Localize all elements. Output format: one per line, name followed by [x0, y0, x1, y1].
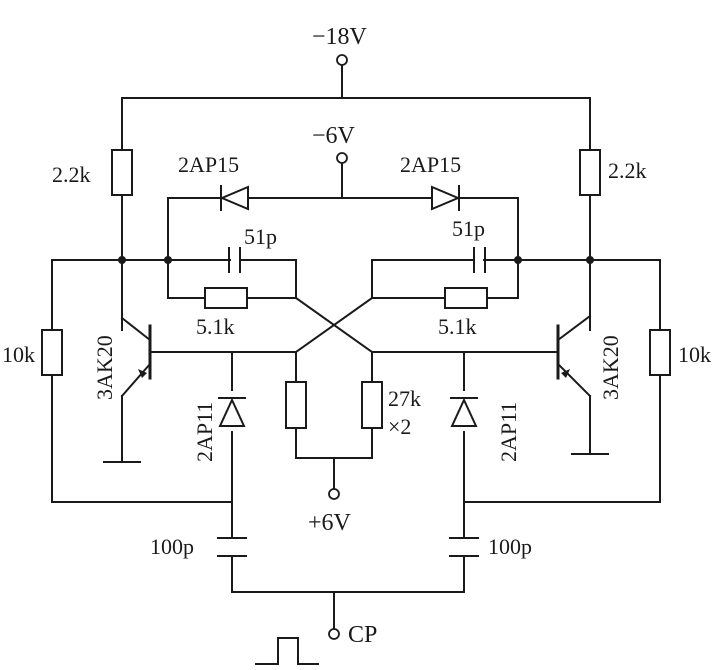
resistor-bias-right — [361, 381, 383, 429]
capacitor-speedup-left — [228, 247, 241, 273]
pulse-waveform-icon — [255, 637, 319, 665]
terminal-pos6v — [328, 488, 340, 500]
label-diode-steer-left: 2AP11 — [192, 402, 217, 462]
label-neg6v: −6V — [312, 123, 356, 149]
resistor-cross-left — [204, 287, 248, 309]
label-resistor-base-left: 10k — [2, 342, 35, 367]
label-resistor-cross-right: 5.1k — [438, 314, 477, 339]
diode-clamp-left — [219, 185, 249, 211]
junctions — [118, 256, 594, 264]
capacitor-trigger-left — [217, 537, 247, 557]
terminal-neg18v — [336, 54, 348, 66]
label-resistor-collector-right: 2.2k — [608, 158, 647, 183]
label-cp: CP — [348, 622, 377, 648]
label-pos6v: +6V — [308, 510, 352, 536]
label-transistor-left: 3AK20 — [92, 335, 117, 400]
capacitor-trigger-right — [449, 537, 479, 557]
label-resistor-base-right: 10k — [678, 342, 711, 367]
diode-steer-right — [450, 397, 478, 427]
resistor-collector-left — [111, 149, 133, 196]
capacitor-speedup-right — [473, 247, 486, 273]
diode-steer-left — [218, 397, 246, 427]
label-resistor-bias: 27k — [388, 386, 421, 411]
label-transistor-right: 3AK20 — [598, 335, 623, 400]
label-diode-clamp-right: 2AP15 — [400, 152, 461, 177]
label-capacitor-speedup-right: 51p — [452, 216, 485, 241]
label-capacitor-trigger-left: 100p — [150, 534, 194, 559]
label-neg18v: −18V — [312, 24, 368, 50]
resistor-collector-right — [579, 149, 601, 196]
label-capacitor-speedup-left: 51p — [244, 224, 277, 249]
terminal-neg6v — [336, 152, 348, 164]
resistor-base-right — [649, 329, 671, 376]
transistor-left — [120, 316, 152, 398]
label-diode-clamp-left: 2AP15 — [178, 152, 239, 177]
label-resistor-bias-count: ×2 — [388, 414, 411, 439]
resistor-bias-left — [285, 381, 307, 429]
resistor-cross-right — [444, 287, 488, 309]
diode-clamp-right — [431, 185, 461, 211]
label-resistor-cross-left: 5.1k — [196, 314, 235, 339]
transistor-right — [556, 314, 592, 398]
resistor-base-left — [41, 329, 63, 376]
wires — [51, 65, 661, 629]
label-diode-steer-right: 2AP11 — [496, 402, 521, 462]
terminal-cp — [328, 628, 340, 640]
label-resistor-collector-left: 2.2k — [52, 162, 91, 187]
label-capacitor-trigger-right: 100p — [488, 534, 532, 559]
